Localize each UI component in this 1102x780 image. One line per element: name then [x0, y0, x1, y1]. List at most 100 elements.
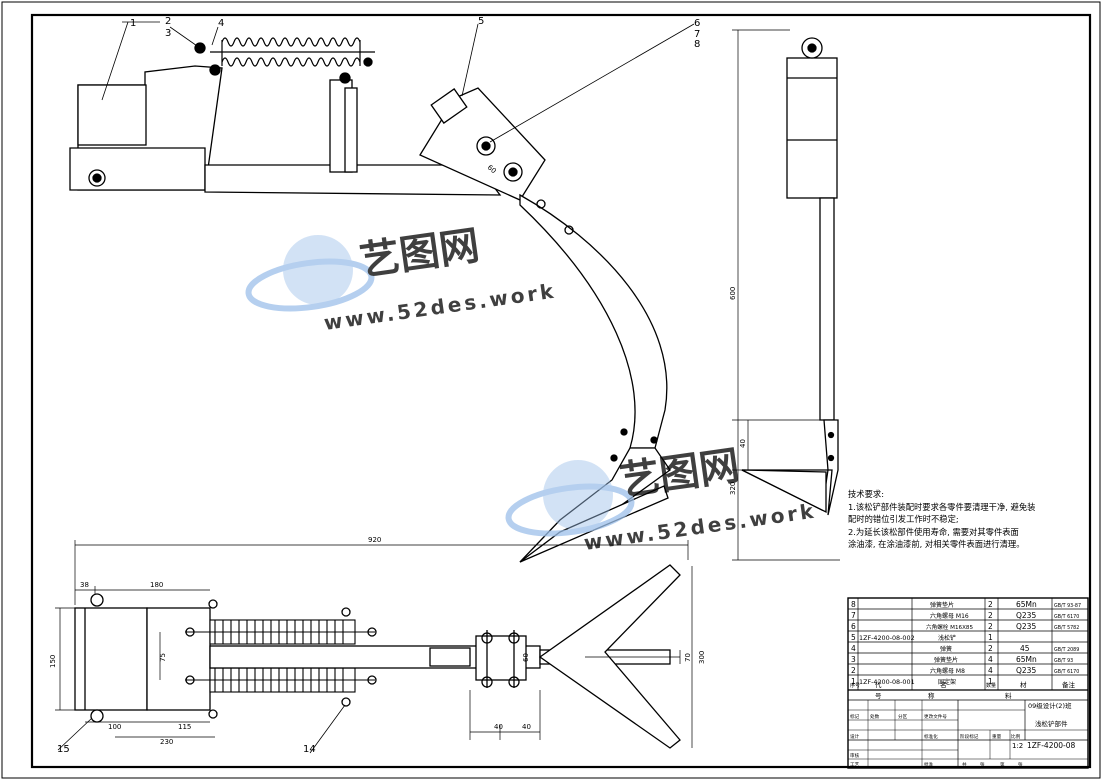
row-3-remark: GB/T 93 [1054, 658, 1073, 664]
tb-scale: 1:2 [1012, 742, 1023, 750]
tb-std: 标准化 [924, 733, 938, 740]
spring-plan [185, 619, 375, 693]
callout-14: 14 [303, 744, 316, 755]
side-view [732, 29, 840, 561]
row-6-remark: GB/T 5782 [1054, 625, 1079, 631]
tech-note-line-2: 配时的错位引发工作时不稳定; [848, 514, 959, 524]
tb-approve: 批准 [924, 761, 934, 768]
tb-design: 设计 [850, 733, 860, 740]
callout-7: 7 [694, 29, 700, 40]
dim-plan-70: 70 [684, 653, 692, 662]
dim-plan-100: 100 [108, 723, 121, 731]
technical-requirements: 技术要求: 1.该松铲部件装配时要求各零件要清理干净, 避免装 配时的错位引发工… [848, 488, 1088, 551]
row-2-no: 2 [851, 666, 856, 675]
dimension-texts: 60 600 40 320 920 38 180 150 75 100 115 … [49, 163, 747, 746]
tb-project: 09级设计(2)班 [1028, 701, 1072, 710]
dim-side-60: 60 [486, 163, 498, 175]
tb-change: 更改文件号 [924, 713, 947, 720]
header-name: 名 [940, 680, 947, 689]
parts-list-text: 8 弹簧垫片 2 65Mn GB/T 93-87 7 六角螺母 M16 2 Q2… [850, 600, 1081, 768]
tb-stage: 阶段标记 [960, 733, 979, 740]
row-3-mat: 65Mn [1016, 655, 1037, 664]
plan-view [55, 540, 693, 749]
tech-note-line-1: 1.该松铲部件装配时要求各零件要清理干净, 避免装 [848, 501, 1036, 512]
row-8-qty: 2 [988, 600, 993, 609]
callout-5: 5 [478, 16, 484, 27]
tech-note-line-4: 涂油漆, 在涂油漆前, 对相关零件表面进行清理。 [848, 539, 1025, 549]
row-4-remark: GB/T 2089 [1054, 647, 1079, 653]
callout-6: 6 [694, 18, 700, 29]
callout-15: 15 [57, 744, 70, 755]
callout-3: 3 [165, 28, 171, 39]
row-6-mat: Q235 [1016, 622, 1036, 631]
row-4-name: 弹簧 [940, 645, 952, 653]
tb-scale-label: 比例 [1011, 733, 1021, 740]
row-6-no: 6 [851, 622, 856, 631]
row-7-qty: 2 [988, 611, 993, 620]
header-material: 材 [1020, 680, 1027, 689]
header-remark: 备注 [1062, 680, 1076, 689]
header-qty: 数量 [986, 682, 996, 689]
tb-page2: 张 [1018, 761, 1023, 768]
watermark-1-brand: 艺图网 [357, 223, 482, 285]
row-1-no: 1 [851, 677, 856, 686]
row-5-no: 5 [851, 633, 856, 642]
dim-plan-60: 60 [522, 653, 530, 662]
row-5-code: 1ZF-4200-08-002 [859, 634, 915, 642]
row-1-name: 固定架 [938, 678, 956, 686]
row-7-name: 六角螺母 M16 [930, 612, 969, 620]
parts-list [847, 597, 1089, 769]
dim-plan-150: 150 [49, 655, 57, 668]
tb-total: 共 [962, 761, 967, 768]
dim-plan-40a: 40 [494, 723, 503, 731]
row-7-no: 7 [851, 611, 856, 620]
watermark-1-url: www.52des.work [322, 279, 557, 335]
header2-a: 号 [875, 692, 882, 700]
header-code: 代 [875, 680, 882, 689]
tb-partition: 分区 [898, 713, 908, 720]
dim-plan-75: 75 [159, 653, 167, 662]
dim-plan-180: 180 [150, 581, 163, 589]
row-8-name: 弹簧垫片 [930, 601, 954, 609]
row-4-qty: 2 [988, 644, 993, 653]
tb-check: 审核 [850, 752, 860, 759]
dim-plan-300: 300 [698, 651, 706, 664]
row-2-mat: Q235 [1016, 666, 1036, 675]
row-4-mat: 45 [1020, 644, 1030, 653]
header2-b: 称 [928, 691, 935, 700]
callout-2: 2 [165, 16, 171, 27]
watermark-1: 艺图网 www.52des.work [245, 223, 558, 335]
tb-marks: 标记 [850, 713, 860, 720]
row-5-qty: 1 [988, 633, 993, 642]
spring-front [210, 37, 375, 67]
row-1-qty: 1 [988, 677, 993, 686]
row-8-no: 8 [851, 600, 856, 609]
tb-sheet: 张 [980, 761, 985, 768]
row-1-code: 1ZF-4200-08-001 [859, 678, 915, 686]
dim-plan-920: 920 [368, 536, 381, 544]
row-2-qty: 4 [988, 666, 993, 675]
header-no: 序号 [850, 682, 860, 689]
row-4-no: 4 [851, 644, 856, 653]
dim-side-600: 600 [729, 287, 737, 300]
callout-8: 8 [694, 39, 700, 50]
row-2-name: 六角螺母 M8 [930, 667, 965, 675]
leader-lines [57, 21, 695, 754]
row-6-qty: 2 [988, 622, 993, 631]
row-3-name: 弹簧垫片 [934, 656, 958, 664]
tb-process: 工艺 [850, 762, 860, 768]
tech-note-line-3: 2.为延长该松部件使用寿命, 需要对其零件表面 [848, 526, 1019, 537]
row-7-remark: GB/T 6170 [1054, 614, 1079, 620]
row-8-remark: GB/T 93-87 [1054, 603, 1081, 609]
tb-drawing-no: 1ZF-4200-08 [1027, 741, 1075, 750]
dim-side-40: 40 [739, 439, 747, 448]
dim-plan-38: 38 [80, 581, 89, 589]
tech-notes-title: 技术要求: [848, 489, 884, 499]
front-view [69, 37, 671, 563]
row-3-qty: 4 [988, 655, 993, 664]
dim-side-320: 320 [729, 482, 737, 495]
row-7-mat: Q235 [1016, 611, 1036, 620]
row-2-remark: GB/T 6170 [1054, 669, 1079, 675]
